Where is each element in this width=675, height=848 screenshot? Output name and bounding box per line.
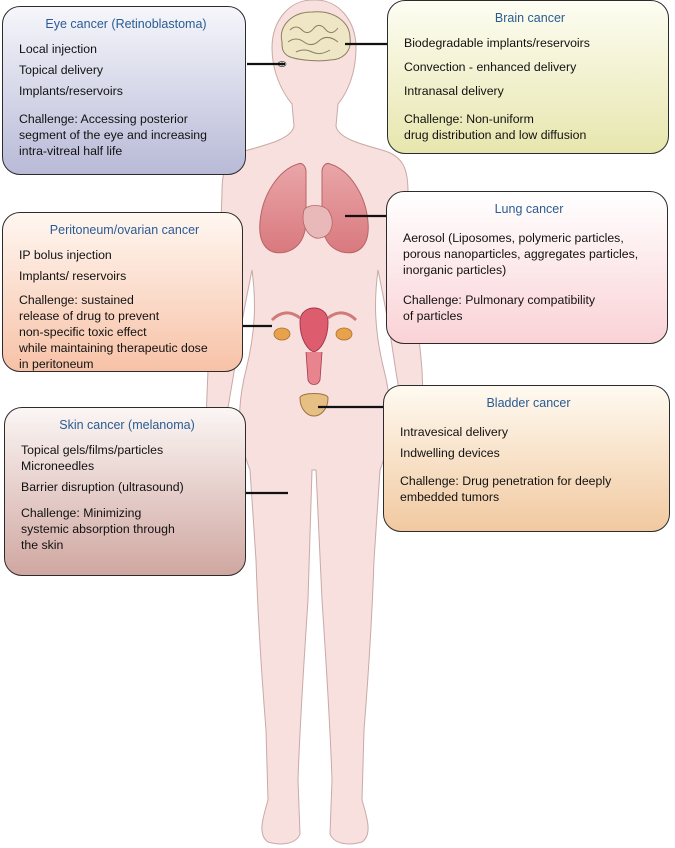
bladder-item-2: Indwelling devices [400,446,500,460]
brain-item-2: Convection - enhanced delivery [404,60,577,74]
left-ovary [273,327,291,341]
skin-item-1: Topical gels/films/particles Microneedle… [21,443,164,473]
peritoneum-cancer-box: Peritoneum/ovarian cancer IP bolus injec… [2,212,243,372]
skin-cancer-title: Skin cancer (melanoma) [59,418,195,432]
eye-item-1: Local injection [19,42,97,56]
bladder [299,393,329,417]
peritoneum-item-2: Implants/ reservoirs [19,269,127,283]
brain-item-1: Biodegradable implants/reservoirs [404,36,590,50]
bladder-cancer-title: Bladder cancer [486,396,571,410]
brain-item-3: Intranasal delivery [404,84,504,98]
lung-item-1: Aerosol (Liposomes, polymeric particles,… [403,231,639,277]
peritoneum-item-1: IP bolus injection [19,248,112,262]
eye-challenge: Challenge: Accessing posterior segment o… [19,112,207,158]
peritoneum-cancer-title: Peritoneum/ovarian cancer [49,223,200,237]
bladder-challenge: Challenge: Drug penetration for deeply e… [400,474,612,504]
bladder-cancer-box: Bladder cancer Intravesical delivery Ind… [383,385,670,532]
right-ovary [335,327,353,341]
brain-cancer-title: Brain cancer [494,11,566,25]
brain-cancer-box: Brain cancer Biodegradable implants/rese… [387,0,669,154]
skin-cancer-box: Skin cancer (melanoma) Topical gels/film… [4,407,246,576]
eye-cancer-title: Eye cancer (Retinoblastoma) [45,17,207,31]
uterus [299,307,329,353]
lung-cancer-box: Lung cancer Aerosol (Liposomes, polymeri… [386,191,668,344]
eye-item-2: Topical delivery [19,63,104,77]
skin-item-2: Barrier disruption (ultrasound) [21,480,184,494]
eye-item-3: Implants/reservoirs [19,84,123,98]
skin-challenge: Challenge: Minimizing systemic absorptio… [21,506,175,552]
bladder-item-1: Intravesical delivery [400,425,508,439]
right-lung [321,163,369,254]
peritoneum-challenge: Challenge: sustained release of drug to … [19,293,208,371]
heart [302,205,333,239]
left-lung [259,163,307,254]
lung-cancer-title: Lung cancer [494,202,564,216]
lung-challenge: Challenge: Pulmonary compatibility of pa… [403,293,596,323]
brain [280,11,351,62]
connector-lines [243,42,387,495]
eye-cancer-box: Eye cancer (Retinoblastoma) Local inject… [2,6,246,175]
brain-challenge: Challenge: Non-uniform drug distribution… [404,112,587,142]
